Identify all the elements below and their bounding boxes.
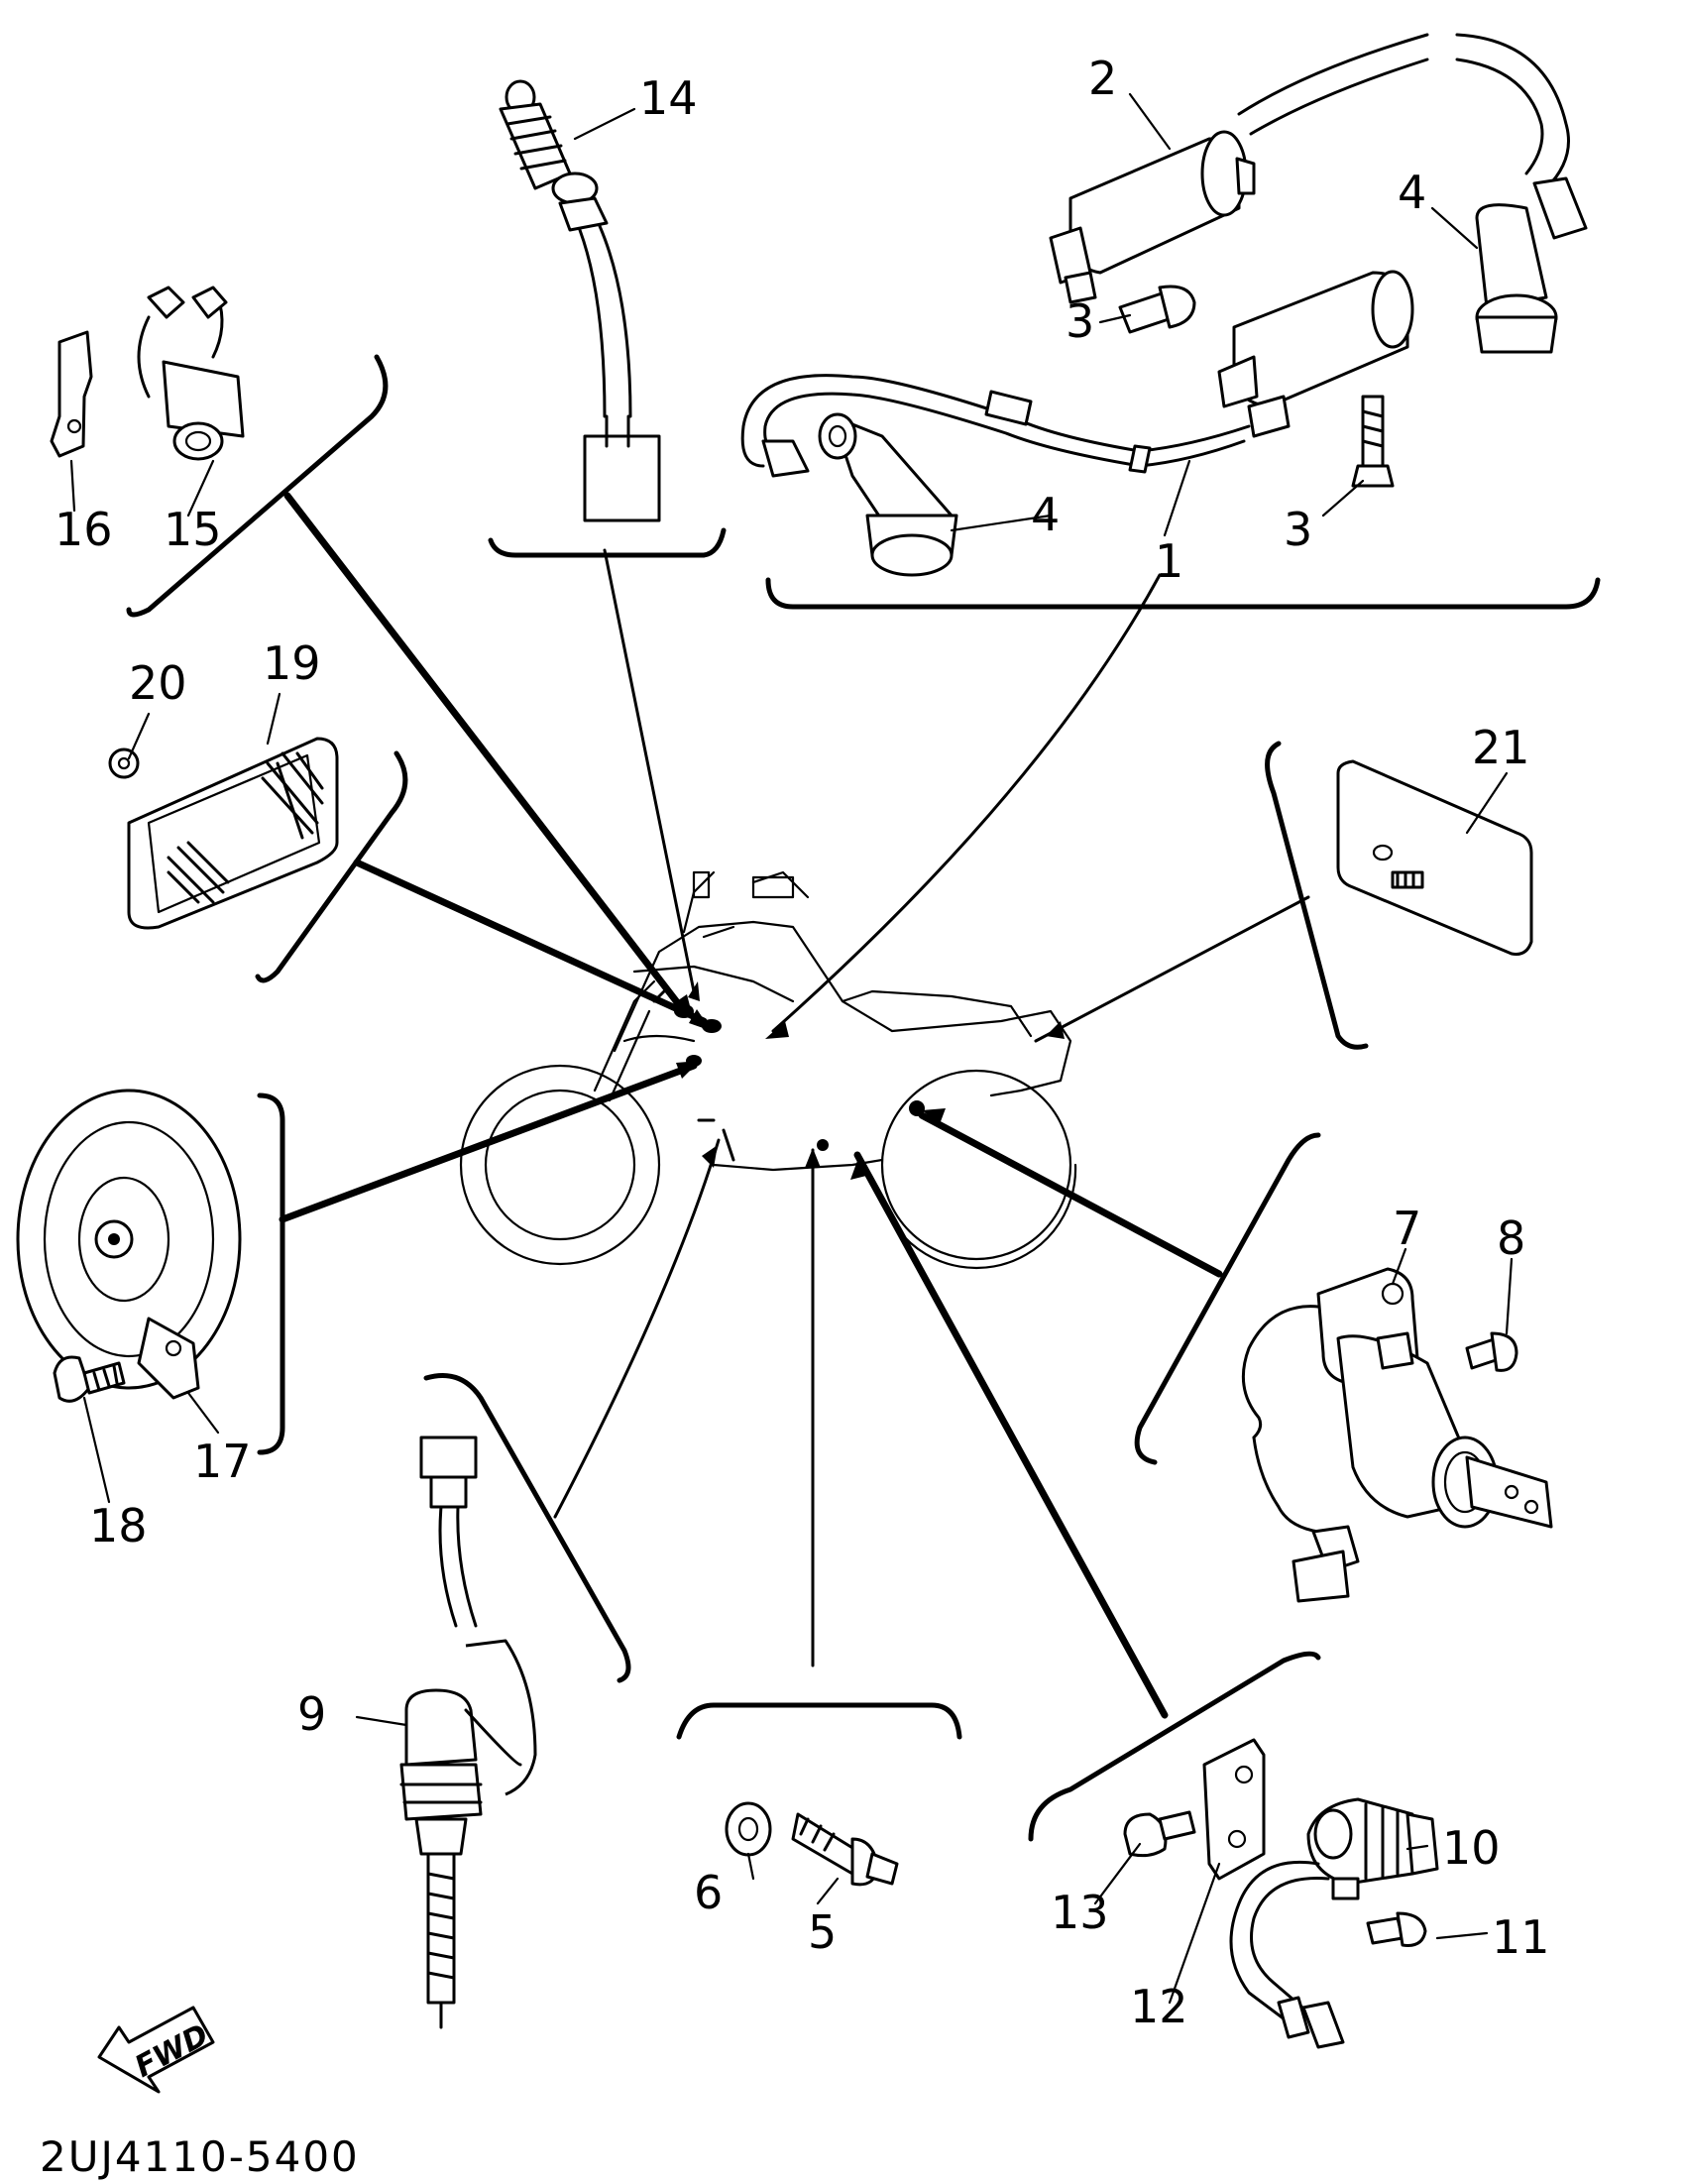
- part-5-sensor: [791, 1812, 899, 1887]
- part-11-bolt: [1366, 1911, 1427, 1947]
- callout-6: 6: [694, 1866, 723, 1919]
- callout-3-lower: 3: [1284, 503, 1312, 556]
- callout-8: 8: [1497, 1211, 1525, 1265]
- callout-19: 19: [263, 636, 321, 690]
- part-20-nut: [108, 747, 140, 779]
- callout-4-left: 4: [1031, 488, 1060, 541]
- callout-5: 5: [808, 1905, 837, 1959]
- callout-9: 9: [297, 1687, 326, 1741]
- callout-numbers: 14 2 3 4 3 4 1 16 15 20 19 21 7 8 17 18 …: [55, 52, 1550, 2033]
- part-4-plug-cap-left: [761, 412, 958, 577]
- callout-16: 16: [55, 503, 113, 556]
- part-16-bracket: [50, 330, 93, 458]
- callout-10: 10: [1442, 1821, 1501, 1875]
- part-12-bracket: [1202, 1738, 1266, 1881]
- part-15-sensor: [137, 286, 245, 461]
- part-1-ignition-coil: [1138, 270, 1414, 468]
- callout-4-right: 4: [1398, 166, 1426, 219]
- part-7-main-switch: [1241, 1267, 1553, 1603]
- callout-17: 17: [193, 1435, 252, 1488]
- part-6-washer: [725, 1801, 772, 1857]
- part-19-reflector: [127, 737, 339, 930]
- callout-18: 18: [89, 1499, 148, 1552]
- callout-11: 11: [1492, 1910, 1550, 1964]
- callout-leaders: [69, 92, 1514, 2005]
- callout-3-upper: 3: [1066, 294, 1094, 348]
- leader-lines: [279, 492, 1310, 1719]
- fwd-arrow: FWD: [97, 2006, 215, 2094]
- part-3-bolt-lower: [1351, 395, 1395, 488]
- callout-12: 12: [1130, 1980, 1188, 2033]
- part-10-switch: [1229, 1797, 1439, 2049]
- callout-14: 14: [639, 71, 698, 125]
- part-4-plug-cap-right: [1475, 176, 1588, 354]
- callout-15: 15: [164, 503, 222, 556]
- part-2-ignition-coil: [1049, 33, 1570, 304]
- part-13-bolt: [1123, 1810, 1196, 1858]
- callout-1: 1: [1155, 534, 1183, 588]
- diagram-code: 2UJ4110-5400: [40, 2132, 360, 2181]
- callout-13: 13: [1051, 1886, 1109, 1939]
- part-8-bolt: [1465, 1331, 1518, 1372]
- part-21-reflector: [1336, 759, 1533, 956]
- callout-7: 7: [1393, 1202, 1421, 1255]
- part-14-switch: [499, 79, 661, 522]
- motorcycle-outline: [459, 870, 1077, 1270]
- part-3-bolt-upper: [1118, 285, 1196, 334]
- callout-2: 2: [1088, 52, 1117, 105]
- group-brackets: [126, 354, 1601, 1842]
- part-9-neutral-switch: [399, 1436, 537, 2029]
- part-1-lead-wire: [740, 374, 1152, 474]
- callout-21: 21: [1472, 721, 1530, 774]
- callout-20: 20: [129, 656, 187, 710]
- part-18-bolt: [53, 1355, 126, 1403]
- part-17-horn: [16, 1089, 242, 1400]
